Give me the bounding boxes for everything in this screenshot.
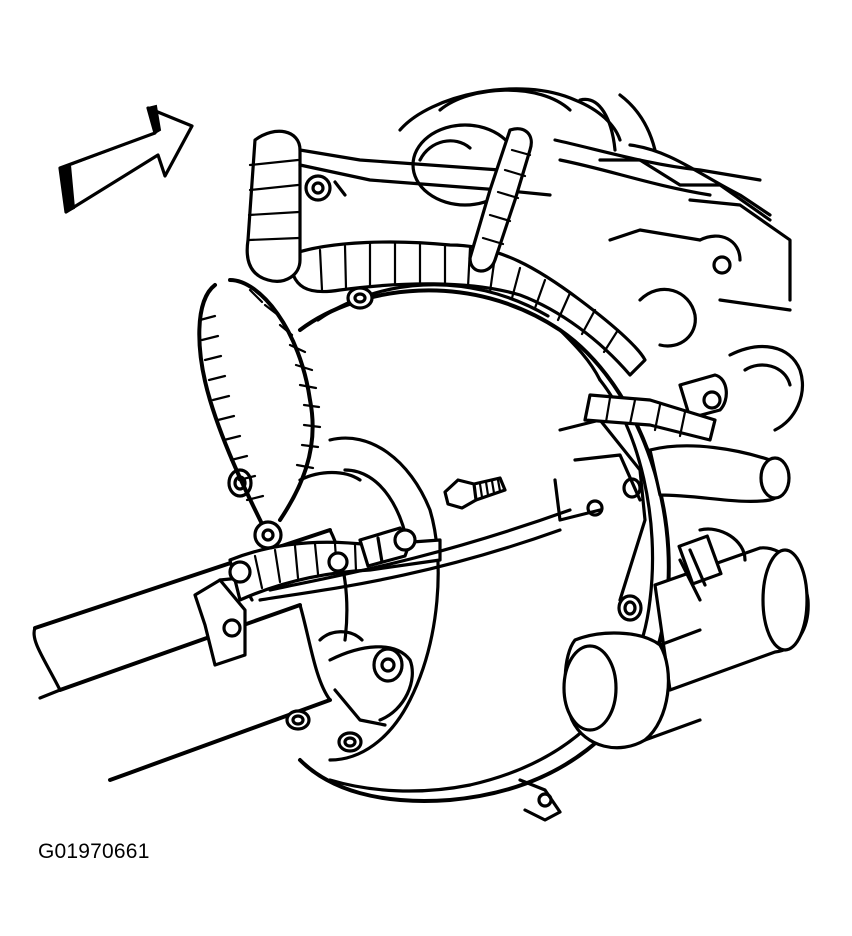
tube-bracket	[193, 576, 254, 667]
inspection-area	[318, 630, 414, 727]
harness-connector	[583, 393, 717, 442]
starter-motor	[562, 527, 810, 750]
flywheel-cover	[298, 436, 440, 762]
wiring-harness-branch	[468, 127, 762, 273]
figure-id-label: G01970661	[38, 840, 150, 863]
starter-bolt	[443, 476, 507, 510]
housing-bolts	[227, 286, 643, 753]
front-direction-arrow	[58, 104, 194, 214]
wiring-harness-upper	[245, 129, 647, 377]
coolant-hose	[648, 373, 791, 503]
coiled-wire-loop	[197, 278, 322, 542]
wiring-harness-lower	[228, 508, 572, 602]
